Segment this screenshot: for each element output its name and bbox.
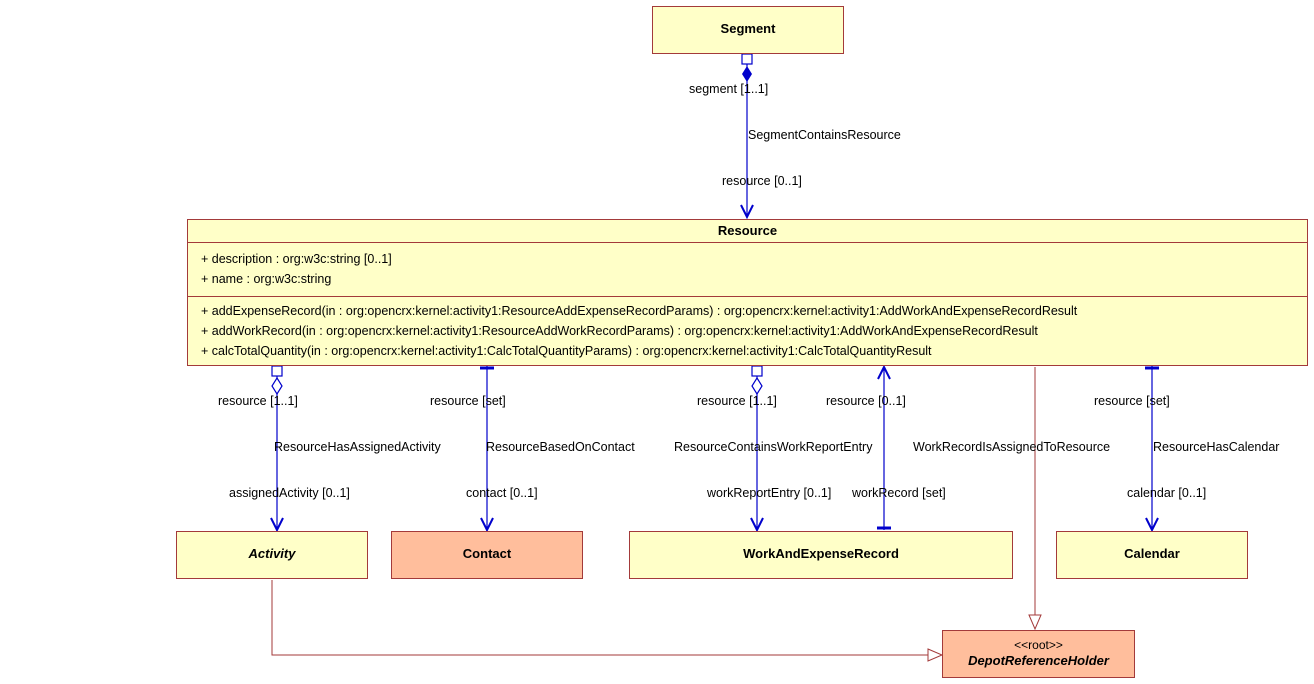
class-contact[interactable]: Contact: [391, 531, 583, 579]
association-name: SegmentContainsResource: [748, 128, 901, 142]
end-label: resource [set]: [430, 394, 506, 408]
class-title: Resource: [717, 223, 778, 238]
segment-port-square: [741, 53, 753, 65]
class-title: Contact: [462, 546, 512, 561]
attribute-row: + description : org:w3c:string [0..1]: [201, 252, 392, 266]
class-work-and-expense-record[interactable]: WorkAndExpenseRecord: [629, 531, 1013, 579]
attribute-row: + name : org:w3c:string: [201, 272, 332, 286]
edge-resource-has-calendar: [1145, 366, 1159, 533]
edge-activity-generalization: [271, 580, 944, 662]
end-label: resource [set]: [1094, 394, 1170, 408]
association-name: ResourceHasCalendar: [1153, 440, 1280, 454]
association-name: ResourceBasedOnContact: [486, 440, 635, 454]
operation-row: + addWorkRecord(in : org:opencrx:kernel:…: [201, 324, 1038, 338]
class-title: Calendar: [1124, 546, 1180, 561]
class-title: Segment: [720, 21, 776, 36]
end-label: contact [0..1]: [466, 486, 538, 500]
class-stereotype: <<root>>: [1014, 638, 1063, 652]
end-label: resource [1..1]: [218, 394, 298, 408]
end-label: workRecord [set]: [852, 486, 946, 500]
edge-resource-contains-work-report-entry: [750, 365, 764, 533]
class-segment[interactable]: Segment: [652, 6, 844, 54]
operation-row: + addExpenseRecord(in : org:opencrx:kern…: [201, 304, 1078, 318]
navigation-arrow: [740, 204, 754, 220]
composition-diamond: [742, 66, 752, 82]
association-name: ResourceHasAssignedActivity: [274, 440, 441, 454]
end-label: segment [1..1]: [689, 82, 769, 96]
end-label: resource [0..1]: [826, 394, 906, 408]
end-label: workReportEntry [0..1]: [707, 486, 832, 500]
class-activity[interactable]: Activity: [176, 531, 368, 579]
end-label: resource [1..1]: [697, 394, 777, 408]
end-label: assignedActivity [0..1]: [229, 486, 350, 500]
edge-segment-contains-resource: [740, 53, 754, 220]
generalization-triangle: [927, 648, 944, 662]
class-title: DepotReferenceHolder: [968, 653, 1109, 668]
class-calendar[interactable]: Calendar: [1056, 531, 1248, 579]
association-name: ResourceContainsWorkReportEntry: [674, 440, 873, 454]
class-resource[interactable]: Resource + description : org:w3c:string …: [187, 219, 1308, 366]
compartment-divider: [188, 296, 1307, 297]
end-label: calendar [0..1]: [1127, 486, 1207, 500]
operation-row: + calcTotalQuantity(in : org:opencrx:ker…: [201, 344, 932, 358]
association-name: WorkRecordIsAssignedToResource: [913, 440, 1111, 454]
edge-resource-has-assigned-activity: [270, 365, 284, 533]
compartment-divider: [188, 242, 1307, 243]
class-title: WorkAndExpenseRecord: [743, 546, 899, 561]
edge-resource-based-on-contact: [480, 366, 494, 533]
edge-resource-generalization: [1028, 367, 1042, 631]
class-title: Activity: [248, 546, 296, 561]
class-depot-reference-holder[interactable]: <<root>> DepotReferenceHolder: [942, 630, 1135, 678]
aggregation-diamond: [271, 376, 283, 396]
generalization-triangle: [1028, 614, 1042, 631]
end-label: resource [0..1]: [722, 174, 802, 188]
edge-work-record-is-assigned-to-resource: [877, 364, 891, 530]
